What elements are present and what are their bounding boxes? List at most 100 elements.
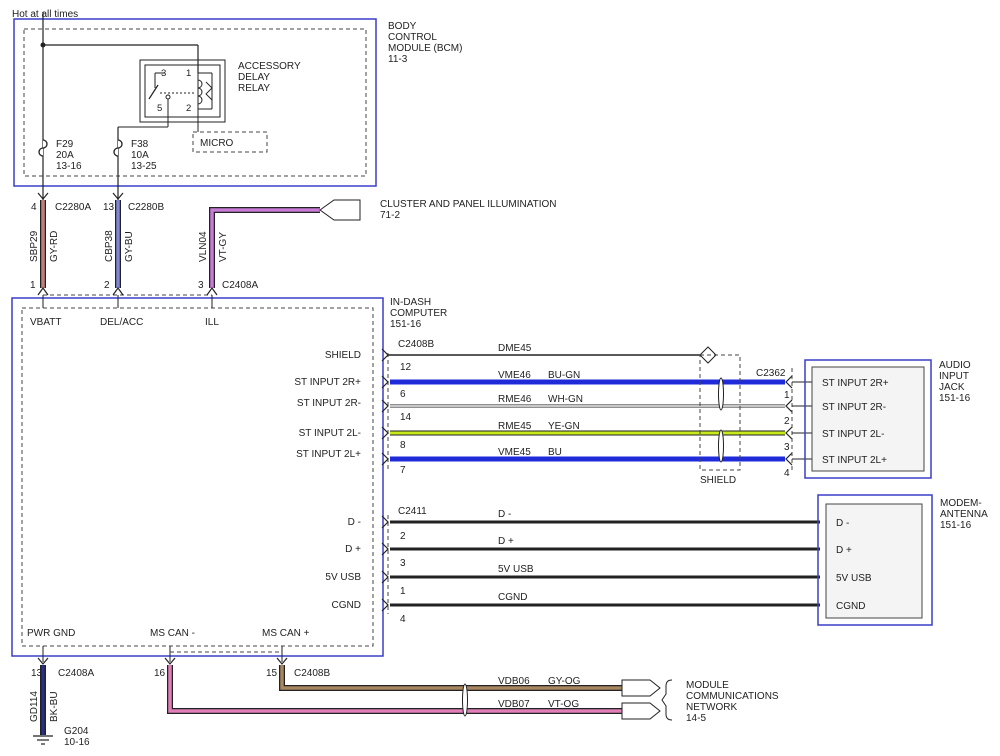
svg-text:1: 1: [784, 390, 790, 401]
svg-text:ST INPUT 2R-: ST INPUT 2R-: [822, 402, 886, 413]
svg-text:ST INPUT 2L+: ST INPUT 2L+: [822, 455, 887, 466]
cluster-connector-arrow: [319, 199, 361, 221]
c2280b-label: C2280B: [128, 202, 164, 213]
svg-text:ST INPUT 2L+: ST INPUT 2L+: [296, 449, 361, 460]
svg-text:MODULE (BCM): MODULE (BCM): [388, 43, 462, 54]
svg-text:3: 3: [784, 442, 790, 453]
svg-text:5V USB: 5V USB: [498, 564, 534, 575]
pin-ms-can-plus: MS CAN +: [262, 628, 310, 639]
c2280a-label: C2280A: [55, 202, 91, 213]
modem-antenna-inner: [825, 503, 923, 619]
svg-text:D +: D +: [345, 544, 361, 555]
svg-text:3: 3: [400, 558, 406, 569]
svg-text:D -: D -: [348, 517, 361, 528]
wire-vdb07: [167, 665, 625, 714]
svg-text:12: 12: [400, 362, 412, 373]
audio-jack-pins: ST INPUT 2R+ ST INPUT 2R- ST INPUT 2L- S…: [822, 378, 889, 466]
wire-circuit-gd114: GD114: [29, 691, 40, 722]
can-minus-pin: 16: [154, 668, 166, 679]
audio-jack-title: AUDIO INPUT JACK 151-16: [939, 360, 971, 404]
svg-text:CGND: CGND: [332, 600, 361, 611]
ground-symbol: [33, 735, 53, 745]
in-dash-computer-border: [11, 297, 384, 657]
c2411-chevrons: [381, 515, 389, 612]
ground-name: G204: [64, 726, 89, 737]
svg-text:151-16: 151-16: [390, 319, 422, 330]
svg-text:ST INPUT 2L-: ST INPUT 2L-: [299, 428, 361, 439]
modem-pins: D - D + 5V USB CGND: [836, 518, 872, 612]
c2408a-pin-1: 1: [30, 280, 36, 291]
relay-switch: [148, 84, 159, 100]
wire-color-gy-rd: GY-RD: [49, 231, 60, 262]
svg-text:INPUT: INPUT: [939, 371, 969, 382]
can-twist: [462, 683, 468, 717]
idc-right-pins: SHIELD ST INPUT 2R+ ST INPUT 2R- ST INPU…: [294, 350, 361, 611]
wire-circuit-vln04: VLN04: [198, 231, 209, 262]
svg-text:7: 7: [400, 465, 406, 476]
svg-text:CGND: CGND: [498, 592, 527, 603]
svg-text:F38: F38: [131, 139, 149, 150]
svg-text:10A: 10A: [131, 150, 149, 161]
wire-color-bu: BU: [548, 447, 562, 458]
svg-text:CLUSTER AND PANEL ILLUMINATION: CLUSTER AND PANEL ILLUMINATION: [380, 199, 557, 210]
can-conn-label: C2408B: [294, 668, 330, 679]
svg-text:20A: 20A: [56, 150, 74, 161]
wire-color-wh-gn: WH-GN: [548, 394, 583, 405]
svg-text:6: 6: [400, 389, 406, 400]
svg-text:13-16: 13-16: [56, 161, 82, 172]
svg-text:COMPUTER: COMPUTER: [390, 308, 447, 319]
usb-wire-labels: D - D + 5V USB CGND: [498, 509, 534, 603]
svg-text:DELAY: DELAY: [238, 72, 270, 83]
svg-text:151-16: 151-16: [940, 520, 972, 531]
wire-color-vt-og: VT-OG: [548, 699, 579, 710]
wire-vln04: [209, 207, 320, 288]
shield-twists: [718, 377, 724, 463]
pin-vbatt: VBATT: [30, 317, 61, 328]
wire-color-gy-bu: GY-BU: [124, 231, 135, 262]
shield-label: SHIELD: [700, 475, 736, 486]
wire-color-vt-gy: VT-GY: [218, 232, 229, 262]
audio-input-jack-inner: [811, 366, 925, 472]
wire-label-rme46: RME46: [498, 394, 532, 405]
gnd-pin: 13: [31, 668, 43, 679]
svg-text:8: 8: [400, 440, 406, 451]
relay-pin-2: 2: [186, 103, 191, 114]
wire-label-vme46: VME46: [498, 370, 531, 381]
c2362-pins: 1 2 3 4: [784, 390, 790, 479]
relay-coil: [197, 79, 203, 105]
svg-text:D +: D +: [836, 545, 852, 556]
svg-text:AUDIO: AUDIO: [939, 360, 971, 371]
wire-label-vme45: VME45: [498, 447, 531, 458]
network-arrow-1: [621, 679, 661, 697]
bcm-module-border: [13, 18, 377, 187]
wire-color-ye-gn: YE-GN: [548, 421, 580, 432]
modem-antenna-border: [817, 494, 933, 626]
c2408b-pins: 12 6 14 8 7: [400, 362, 412, 476]
wire-circuit-cbp38: CBP38: [104, 230, 115, 262]
wire-color-bu-gn: BU-GN: [548, 370, 580, 381]
relay-pin-5: 5: [157, 103, 162, 114]
relay-pin-1: 1: [186, 68, 191, 79]
svg-text:13-25: 13-25: [131, 161, 157, 172]
svg-text:5V USB: 5V USB: [836, 573, 872, 584]
c2411-label: C2411: [398, 506, 427, 517]
fuse-f29: [38, 139, 48, 157]
svg-text:CONTROL: CONTROL: [388, 32, 437, 43]
pin-ms-can-minus: MS CAN -: [150, 628, 195, 639]
can-plus-pin: 15: [266, 668, 278, 679]
in-dash-computer-inner: [21, 307, 374, 647]
svg-text:4: 4: [784, 468, 790, 479]
c2408a-top-label: C2408A: [222, 280, 258, 291]
wire-color-gy-og: GY-OG: [548, 676, 581, 687]
svg-text:CGND: CGND: [836, 601, 865, 612]
c2411-pins: 2 3 1 4: [400, 531, 406, 625]
c2280b-pin: 13: [103, 202, 115, 213]
fuse-f29-label: F29 20A 13-16: [56, 139, 82, 172]
wire-circuit-sbp29: SBP29: [29, 230, 40, 262]
c2280a-connector: [37, 192, 49, 200]
svg-text:ACCESSORY: ACCESSORY: [238, 61, 301, 72]
usb-wires: [390, 520, 820, 607]
svg-text:1: 1: [400, 586, 406, 597]
wire-label-vdb06: VDB06: [498, 676, 530, 687]
